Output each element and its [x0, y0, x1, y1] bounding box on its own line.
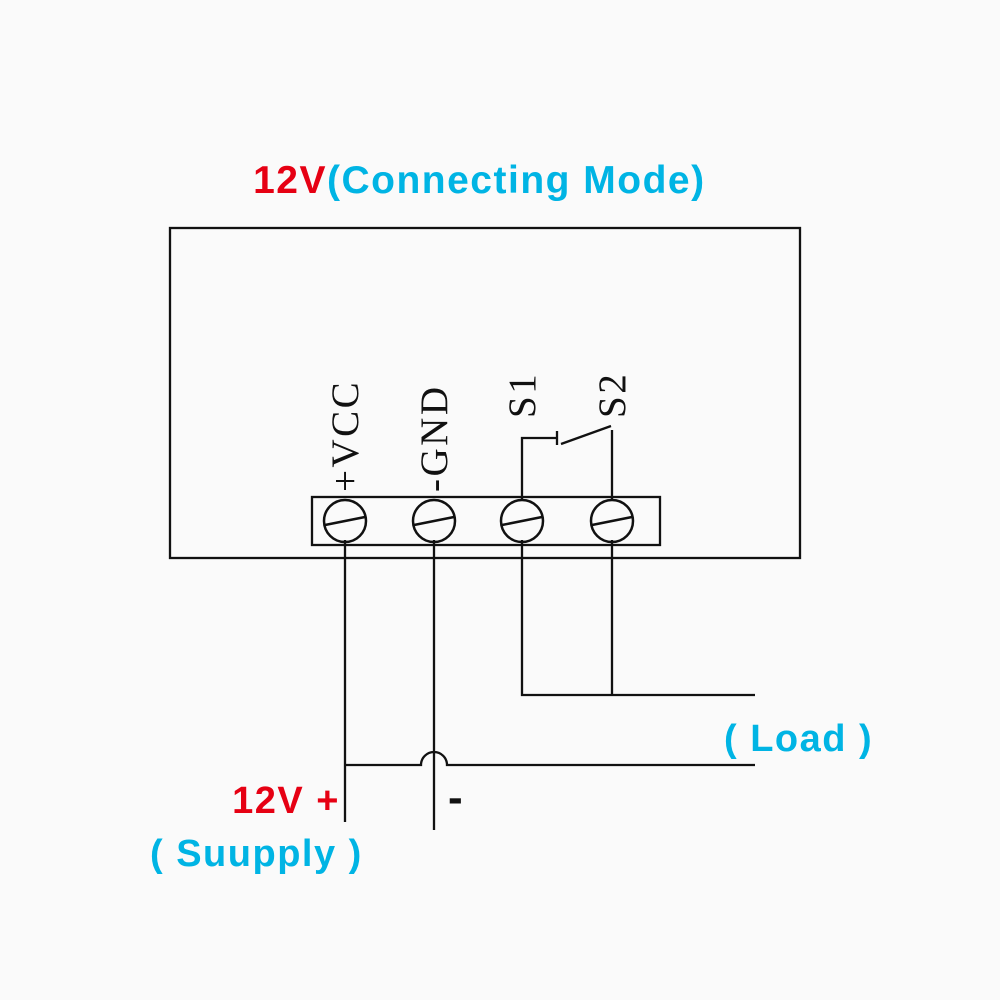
screw-terminal-gnd [411, 498, 457, 544]
terminal-label-gnd: -GND [413, 385, 456, 492]
load-label: ( Load ) [724, 718, 873, 760]
terminal-block [310, 495, 662, 547]
terminal-label-s1: S1 [501, 372, 544, 418]
screw-terminal-vcc [322, 498, 368, 544]
wire-s1-load [520, 540, 755, 697]
switch-blade [560, 424, 612, 446]
supply-positive-label: 12V + [232, 780, 340, 822]
supply-label: ( Suupply ) [150, 833, 363, 875]
switch-left-lead [520, 436, 557, 500]
screw-slot [324, 515, 366, 527]
title-mode: (Connecting Mode) [327, 159, 706, 202]
title-voltage: 12V [253, 159, 327, 202]
screw-slot [413, 515, 455, 527]
terminal-label-s2: S2 [591, 372, 634, 418]
terminal-label-vcc: +VCC [324, 380, 367, 492]
screw-terminal-s2 [589, 498, 635, 544]
screw-terminal-s1 [499, 498, 545, 544]
wire-supply-positive-rail [345, 750, 755, 767]
screw-slot [501, 515, 543, 527]
relay-switch-symbol [520, 424, 614, 500]
supply-negative-label: - [448, 773, 463, 822]
screw-slot [591, 515, 633, 527]
module-outline [168, 226, 802, 560]
